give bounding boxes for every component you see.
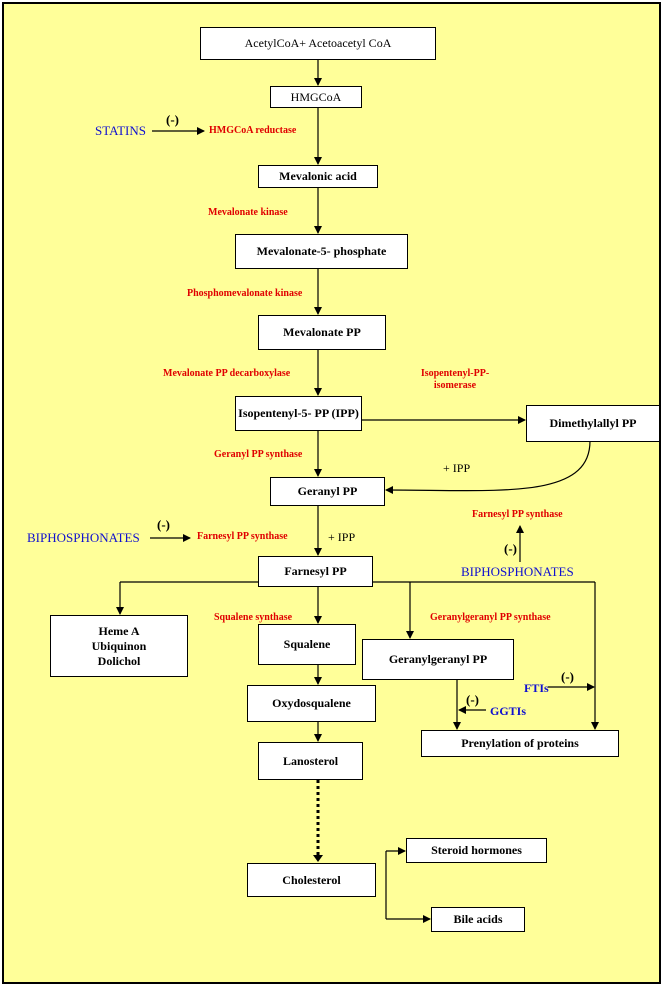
enzyme-ipp-isomerase: Isopentenyl-PP- isomerase bbox=[410, 368, 500, 392]
inhibit-ggtis: (-) bbox=[466, 692, 479, 707]
node-steroid-hormones: Steroid hormones bbox=[406, 838, 547, 863]
ipp-isomerase-line-1: Isopentenyl-PP- bbox=[420, 368, 490, 379]
enzyme-phosphomevalonate-kinase: Phosphomevalonate kinase bbox=[187, 288, 303, 299]
inhibit-statins: (-) bbox=[166, 112, 179, 127]
inhibit-ftis: (-) bbox=[561, 669, 574, 684]
drug-biphosphonates-left: BIPHOSPHONATES bbox=[27, 530, 140, 545]
drug-ggtis: GGTIs bbox=[490, 704, 527, 718]
node-mevalonate-pp: Mevalonate PP bbox=[258, 315, 386, 350]
heme-line-1: Heme A bbox=[98, 623, 140, 638]
enzyme-mevalonate-pp-decarboxylase: Mevalonate PP decarboxylase bbox=[163, 368, 291, 379]
node-cholesterol: Cholesterol bbox=[247, 863, 376, 897]
drug-biphosphonates-right: BIPHOSPHONATES bbox=[461, 564, 574, 579]
inhibit-biphosphonates-right: (-) bbox=[504, 541, 517, 556]
node-geranyl-pp: Geranyl PP bbox=[270, 477, 385, 506]
node-mevalonate-5-phosphate: Mevalonate-5- phosphate bbox=[235, 234, 408, 269]
enzyme-squalene-synthase: Squalene synthase bbox=[214, 612, 293, 623]
enzyme-geranylgeranyl-pp-synthase: Geranylgeranyl PP synthase bbox=[430, 612, 551, 623]
node-bile-acids: Bile acids bbox=[431, 907, 525, 932]
heme-line-2: Ubiquinon bbox=[91, 638, 147, 653]
node-mevalonic-acid: Mevalonic acid bbox=[258, 165, 378, 188]
plus-ipp-geranyl: + IPP bbox=[328, 530, 356, 544]
node-acetylcoa: AcetylCoA+ Acetoacetyl CoA bbox=[200, 27, 436, 60]
enzyme-farnesyl-pp-synthase-left: Farnesyl PP synthase bbox=[197, 531, 288, 542]
node-dimethylallyl-pp: Dimethylallyl PP bbox=[526, 405, 660, 442]
enzyme-hmgcoa-reductase: HMGCoA reductase bbox=[209, 125, 297, 136]
node-prenylation: Prenylation of proteins bbox=[421, 730, 619, 757]
enzyme-mevalonate-kinase: Mevalonate kinase bbox=[208, 207, 288, 218]
inhibit-biphosphonates-left: (-) bbox=[157, 517, 170, 532]
enzyme-farnesyl-pp-synthase-right: Farnesyl PP synthase bbox=[472, 509, 563, 520]
ipp-isomerase-line-2: isomerase bbox=[433, 380, 477, 391]
node-geranylgeranyl-pp: Geranylgeranyl PP bbox=[362, 639, 514, 680]
heme-line-3: Dolichol bbox=[97, 653, 141, 668]
node-heme-ubiquinon-dolichol: Heme A Ubiquinon Dolichol bbox=[50, 615, 188, 677]
node-hmgcoa: HMGCoA bbox=[270, 86, 362, 108]
node-lanosterol: Lanosterol bbox=[258, 742, 363, 780]
node-squalene: Squalene bbox=[258, 624, 356, 665]
node-ipp: Isopentenyl-5- PP (IPP) bbox=[235, 396, 362, 431]
arrowhead-cholesterol bbox=[313, 855, 323, 862]
arrow-dmapp-geranyl bbox=[385, 440, 591, 495]
plus-ipp-dmapp: + IPP bbox=[443, 461, 471, 475]
drug-statins: STATINS bbox=[95, 123, 146, 138]
drug-ftis: FTIs bbox=[524, 681, 549, 695]
node-farnesyl-pp: Farnesyl PP bbox=[258, 556, 373, 587]
enzyme-geranyl-pp-synthase: Geranyl PP synthase bbox=[214, 449, 303, 460]
node-oxydosqualene: Oxydosqualene bbox=[247, 685, 376, 722]
